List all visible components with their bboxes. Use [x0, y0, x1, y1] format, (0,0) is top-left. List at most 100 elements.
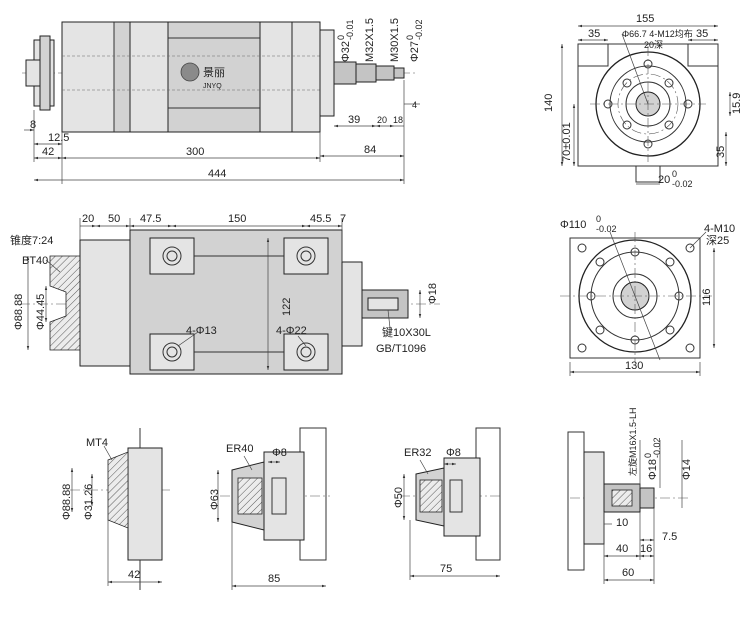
dim-d18: Φ18	[427, 283, 439, 304]
shaft-d18: Φ18	[647, 459, 659, 480]
side-view-middle: 20 50 47.5 150 45.5 7 锥度7:24 BT40 Φ88.88…	[10, 213, 440, 375]
holes-d22: 4-Φ22	[276, 325, 307, 337]
dim-42: 42	[42, 146, 54, 158]
dim-m30: M30X1.5	[389, 18, 401, 62]
bolt-hole	[162, 246, 182, 266]
view-er32: ER32 Φ8 Φ50 75	[393, 427, 501, 580]
dim-45-5: 45.5	[310, 213, 331, 225]
dim-m32: M32X1.5	[364, 18, 376, 62]
key-slot	[635, 165, 661, 183]
shaft-len-10: 10	[616, 517, 628, 529]
logo-text: 景丽	[203, 66, 225, 79]
shaft-len-40: 40	[616, 543, 628, 555]
dim-d32-tol-upper: 0	[336, 35, 346, 40]
dim-d27-tol-lower: -0.02	[414, 19, 424, 40]
dim-d27-tol-upper: 0	[405, 35, 415, 40]
bt40-label: BT40	[22, 255, 48, 267]
dim-84: 84	[364, 144, 376, 156]
dim-18: 18	[393, 115, 403, 125]
er40-d8: Φ8	[272, 447, 287, 459]
shaft-d14: Φ14	[681, 459, 693, 480]
view-er40: ER40 Φ8 Φ63 85	[209, 427, 330, 590]
dim-7: 7	[340, 213, 346, 225]
dim-d32-tol-lower: -0.01	[345, 19, 355, 40]
dim-70: 70±0.01	[561, 122, 573, 162]
dim-key-20: 20	[658, 174, 670, 186]
er32-d50: Φ50	[393, 487, 405, 508]
bolt-hole	[296, 246, 316, 266]
dim-d44-45: Φ44.45	[35, 294, 47, 330]
er32-len-75: 75	[440, 563, 452, 575]
dim-155: 155	[636, 13, 654, 25]
er40-label: ER40	[226, 443, 254, 455]
er32-d8: Φ8	[446, 447, 461, 459]
er32-collet	[419, 479, 443, 513]
er32-label: ER32	[404, 447, 432, 459]
dim-d32: Φ32	[340, 41, 352, 62]
er40-collet	[237, 477, 263, 515]
dim-15-9: 15.9	[731, 93, 743, 114]
dim-47-5: 47.5	[140, 213, 161, 225]
dim-444: 444	[208, 168, 226, 180]
mt4-flange	[127, 447, 163, 561]
side-view-top: 景丽 JNYQ 8 12.5 42 300 444 39 20 18 4 84	[22, 18, 424, 184]
depth-25: 深25	[706, 234, 729, 247]
dim-140: 140	[543, 94, 555, 112]
output-shaft	[333, 61, 357, 85]
shaft-d18-tol-upper: 0	[643, 453, 653, 458]
taper-label: 锥度7:24	[10, 233, 53, 247]
dim-39: 39	[348, 114, 360, 126]
shaft-end-stub	[603, 483, 641, 513]
dim-8: 8	[30, 119, 36, 131]
dim-122: 122	[281, 298, 293, 316]
logo-sub: JNYQ	[203, 83, 222, 90]
shaft-len-60: 60	[622, 567, 634, 579]
shaft-d18-tol-lower: -0.02	[652, 437, 662, 458]
er40-len-85: 85	[268, 573, 280, 585]
key-standard: GB/T1096	[376, 343, 426, 355]
dim-35-right: 35	[696, 28, 708, 40]
shaft-len-7-5: 7.5	[662, 531, 677, 543]
dim-116: 116	[701, 288, 713, 306]
dim-4: 4	[412, 100, 417, 110]
front-view-top: 155 35 35 Φ66.7 4-M12均布 20深 140 70±0.01 …	[543, 13, 743, 189]
dim-35-left: 35	[588, 28, 600, 40]
mt4-d31-26: Φ31.26	[83, 484, 95, 520]
bolt-pattern: Φ66.7 4-M12均布	[622, 28, 693, 39]
er40-d63: Φ63	[209, 489, 221, 510]
dim-150: 150	[228, 213, 246, 225]
mt4-len-42: 42	[128, 569, 140, 581]
dim-12-5: 12.5	[48, 132, 69, 144]
dim-50: 50	[108, 213, 120, 225]
dim-d27: Φ27	[409, 41, 421, 62]
key-spec: 键10X30L	[382, 325, 431, 339]
shaft-key	[367, 297, 399, 311]
dim-d110-tol-lower: -0.02	[596, 224, 617, 234]
mt4-label: MT4	[86, 437, 108, 449]
dim-20: 20	[82, 213, 94, 225]
dim-d110: Φ110	[560, 219, 586, 231]
dim-d110-tol-upper: 0	[596, 214, 601, 224]
dim-130: 130	[625, 360, 643, 372]
dim-d88-88: Φ88.88	[13, 294, 25, 330]
holes-m10: 4-M10	[704, 223, 735, 235]
depth-20: 20深	[644, 40, 663, 50]
dim-key-20-tol-upper: 0	[672, 169, 677, 179]
shaft-len-16: 16	[640, 543, 652, 555]
dim-key-20-tol-lower: -0.02	[672, 179, 693, 189]
shaft-thread: 左旋M16X1.5-LH	[627, 407, 638, 476]
bt40-taper	[49, 255, 81, 351]
dim-20: 20	[377, 115, 387, 125]
shaft-end-flange	[583, 451, 605, 545]
bolt-hole	[296, 342, 316, 362]
brand-logo: 景丽 JNYQ	[180, 62, 225, 90]
bolt-hole	[162, 342, 182, 362]
mt4-d88-88: Φ88.88	[61, 484, 73, 520]
holes-d13: 4-Φ13	[186, 325, 217, 337]
front-view-middle: Φ110 0 -0.02 4-M10 深25 116 130	[560, 214, 735, 376]
mt4-taper	[107, 451, 129, 529]
dim-35-vertical: 35	[715, 146, 727, 158]
view-shaft-end: 左旋M16X1.5-LH Φ18 0 -0.02 Φ14 10 7.5 40 1…	[567, 407, 693, 584]
